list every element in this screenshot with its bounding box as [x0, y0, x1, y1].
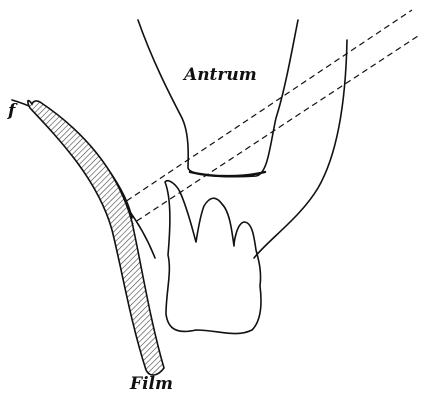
film-strip	[28, 101, 164, 376]
film-label: Film	[129, 374, 173, 394]
central-ray-upper	[110, 10, 412, 212]
antrum-label: Antrum	[182, 65, 257, 85]
molar-tooth	[165, 181, 261, 334]
central-ray-lower	[120, 36, 418, 232]
film-edge-label: f	[7, 101, 18, 121]
alveolar-ridge-outline	[254, 40, 347, 258]
antrum-outline	[138, 20, 298, 177]
